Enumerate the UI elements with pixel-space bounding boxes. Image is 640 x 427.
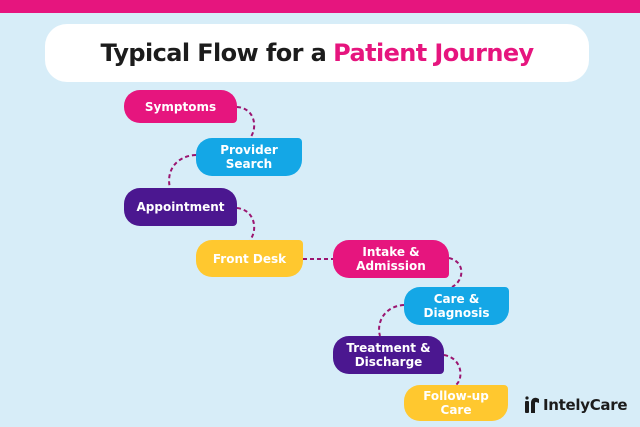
connector-1 bbox=[236, 106, 256, 139]
intelycare-logo: IntelyCare bbox=[524, 396, 628, 414]
step-label: Intake & Admission bbox=[356, 245, 426, 273]
step-label: Follow-up Care bbox=[423, 389, 489, 417]
connector-3 bbox=[236, 207, 256, 241]
step-provider-search: Provider Search bbox=[196, 138, 302, 176]
top-accent-bar bbox=[0, 0, 640, 13]
step-symptoms: Symptoms bbox=[124, 90, 237, 123]
step-appointment: Appointment bbox=[124, 188, 237, 226]
logo-icon bbox=[525, 396, 539, 413]
connector-7 bbox=[443, 354, 462, 386]
logo-text: IntelyCare bbox=[543, 396, 628, 414]
step-follow-up-care: Follow-up Care bbox=[404, 385, 508, 421]
step-label: Front Desk bbox=[212, 251, 287, 266]
step-label: Provider Search bbox=[220, 143, 278, 171]
step-label: Care & Diagnosis bbox=[423, 292, 490, 320]
title-card: Typical Flow for a Patient Journey bbox=[45, 24, 589, 82]
connector-5 bbox=[448, 257, 463, 288]
connector-2 bbox=[168, 154, 197, 189]
step-label: Treatment & Discharge bbox=[346, 341, 431, 369]
step-label: Appointment bbox=[136, 200, 225, 214]
step-care-diagnosis: Care & Diagnosis bbox=[404, 287, 509, 325]
step-front-desk: Front Desk bbox=[196, 240, 303, 277]
title-text: Typical Flow for a bbox=[100, 39, 327, 67]
step-label: Symptoms bbox=[144, 99, 217, 114]
connector-6 bbox=[378, 304, 405, 337]
step-intake-admission: Intake & Admission bbox=[333, 240, 449, 278]
step-treatment-discharge: Treatment & Discharge bbox=[333, 336, 444, 374]
title-highlight: Patient Journey bbox=[333, 39, 534, 67]
